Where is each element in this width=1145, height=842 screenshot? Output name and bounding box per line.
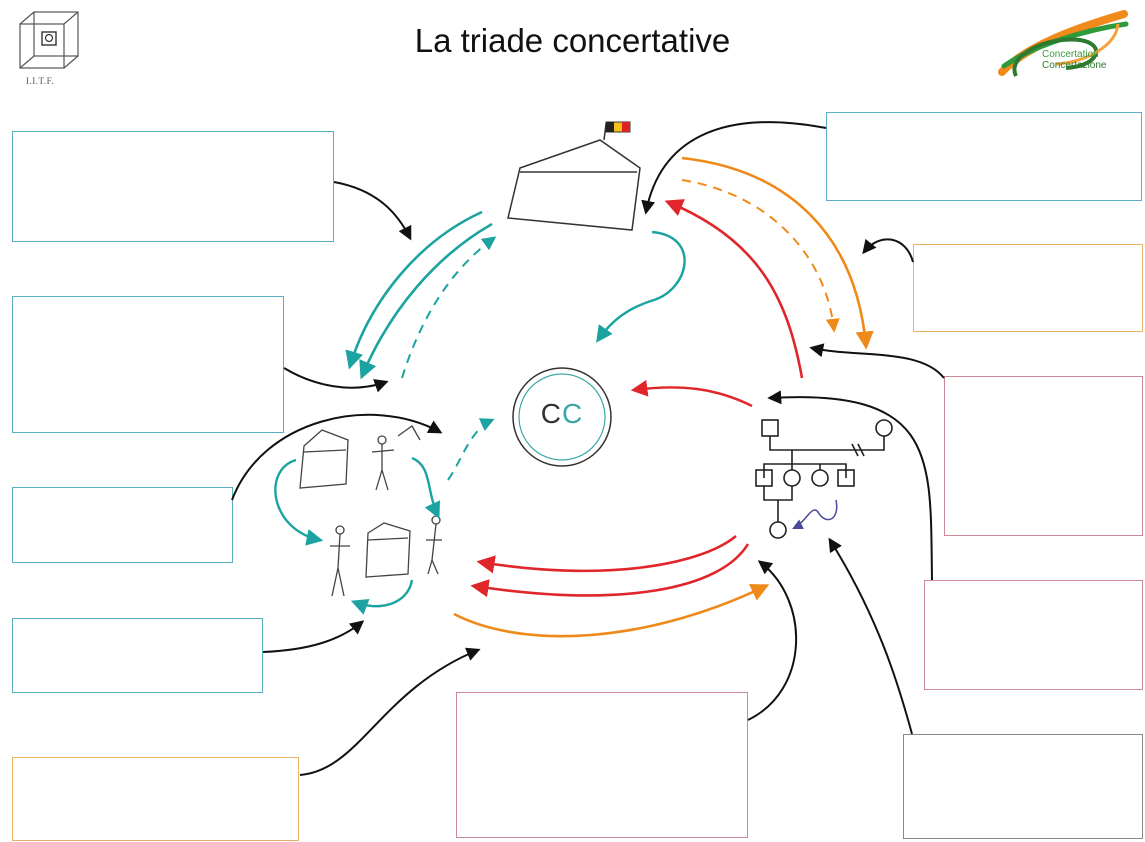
text-box-right-2[interactable] bbox=[913, 244, 1143, 332]
text-box-right-1[interactable] bbox=[826, 112, 1142, 201]
cc-center-icon bbox=[512, 367, 612, 467]
text-box-right-4[interactable] bbox=[924, 580, 1143, 690]
cc-letter-1: C bbox=[540, 398, 562, 429]
cc-label: CC bbox=[522, 398, 602, 430]
institution-building-icon bbox=[507, 121, 641, 231]
text-box-left-2[interactable] bbox=[12, 296, 284, 433]
logo-text-2: Concertazione bbox=[1042, 60, 1107, 71]
concertation-logo: Concertation Concertazione bbox=[996, 6, 1132, 82]
logo-text-1: Concertation bbox=[1042, 49, 1099, 60]
family-genogram-icon bbox=[755, 419, 893, 539]
text-box-left-4[interactable] bbox=[12, 618, 263, 693]
cc-letter-2: C bbox=[562, 398, 584, 429]
text-box-right-3[interactable] bbox=[944, 376, 1143, 536]
page-title: La triade concertative bbox=[414, 22, 731, 59]
concertation-swirl-logo-icon bbox=[998, 10, 1129, 77]
text-box-left-3[interactable] bbox=[12, 487, 233, 563]
text-box-left-1[interactable] bbox=[12, 131, 334, 242]
logo-caption: I.I.T.F. bbox=[26, 76, 55, 86]
cube-logo: I.I.T.F. bbox=[14, 10, 94, 90]
cube-logo-icon bbox=[19, 11, 79, 69]
text-box-bottom[interactable] bbox=[456, 692, 748, 838]
text-box-left-5[interactable] bbox=[12, 757, 299, 841]
text-box-right-5[interactable] bbox=[903, 734, 1143, 839]
community-sketch-icon bbox=[299, 425, 442, 597]
